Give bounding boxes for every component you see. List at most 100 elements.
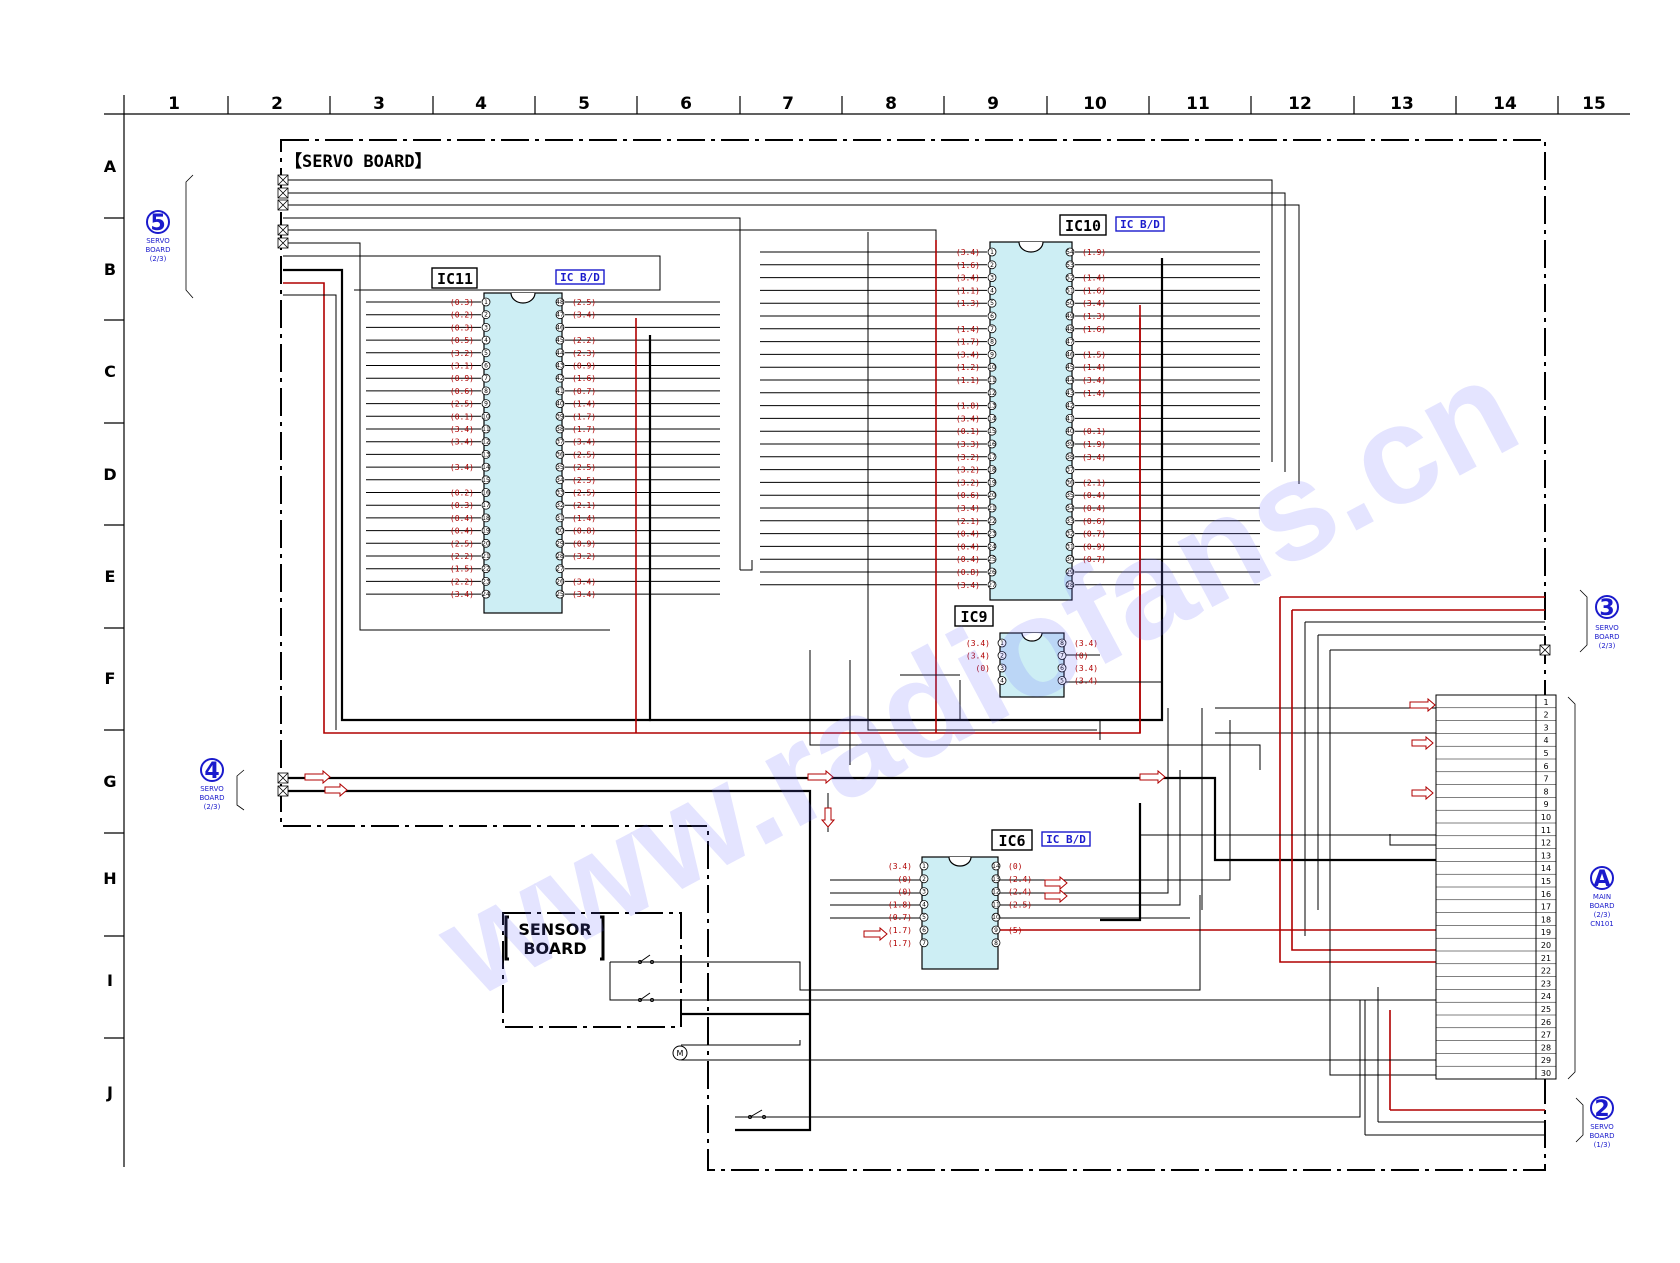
voltage-label: (0.9) (450, 374, 474, 383)
connector-pin-number: 20 (1541, 941, 1551, 950)
pin-number: 51 (1066, 287, 1074, 294)
ref-a-sub: (2/3) (1594, 911, 1611, 919)
pin (481, 526, 491, 535)
pin (1065, 477, 1075, 487)
row-label: J (106, 1083, 113, 1102)
terminal-x (277, 199, 289, 211)
voltage-label: (0) (898, 875, 912, 884)
pin (481, 348, 491, 358)
pin-number: 6 (922, 927, 926, 934)
pin (1065, 362, 1075, 372)
pin-number: 16 (988, 441, 996, 448)
pin-number: 38 (556, 426, 564, 433)
ref-2-id: 2 (1594, 1097, 1609, 1122)
voltage-label: (3.2) (956, 453, 980, 462)
pin (481, 551, 491, 561)
pin-number: 35 (556, 464, 564, 471)
ref-a-sub: BOARD (1589, 902, 1614, 910)
pin (1065, 273, 1075, 283)
voltage-label: (3.4) (572, 438, 596, 447)
pin (991, 861, 1001, 871)
voltage-label: (3.2) (956, 466, 980, 475)
pin (1065, 375, 1075, 385)
pin-number: 10 (482, 413, 490, 420)
motor-symbol: M (672, 1045, 688, 1061)
pin (987, 529, 997, 538)
voltage-label: (1.6) (1082, 325, 1106, 334)
pin-number: 14 (992, 863, 1000, 870)
ic10-label-box (1059, 214, 1107, 236)
pin-number: 38 (1066, 454, 1074, 461)
ic11: IC11 IC B/D 1(0.3)2(0.2)3(0.3)4(0.5)5(3.… (431, 267, 605, 614)
pin-number: 33 (556, 490, 564, 497)
pin-number: 18 (482, 515, 490, 522)
pin-number: 12 (482, 439, 490, 446)
col-label: 3 (373, 94, 385, 114)
connector-pin-number: 9 (1543, 800, 1548, 809)
voltage-label: (0.3) (450, 501, 474, 510)
pin (987, 260, 997, 270)
pin (1065, 490, 1075, 500)
pin (987, 298, 997, 308)
voltage-label: (0.9) (1082, 542, 1106, 551)
connector-pin-number: 4 (1543, 736, 1548, 745)
pin-number: 15 (482, 477, 490, 484)
pin (1065, 567, 1075, 577)
pin-number: 16 (482, 490, 490, 497)
pin-number: 7 (990, 326, 994, 333)
pin-number: 20 (988, 492, 996, 499)
pin (987, 349, 997, 359)
pin-number: 14 (482, 464, 490, 471)
pin-number: 27 (556, 566, 564, 573)
ic6: IC6 IC B/D 1(3.4)2(0)3(0)4(1.8)5(0.7)6(1… (888, 829, 1091, 970)
pin-number: 25 (988, 556, 996, 563)
pin (997, 638, 1007, 648)
col-label: 10 (1083, 94, 1107, 114)
voltage-label: (1.1) (956, 286, 980, 295)
voltage-label: (0.8) (572, 527, 596, 536)
pin (555, 399, 565, 409)
voltage-label: (3.2) (450, 349, 474, 358)
voltage-label: (0.5) (450, 336, 474, 345)
voltage-label: (1.7) (888, 926, 912, 935)
pin (987, 503, 997, 513)
voltage-label: (3.4) (1082, 299, 1106, 308)
pin-number: 2 (922, 876, 926, 883)
ic9-label: IC9 (960, 608, 987, 626)
voltage-label: (3.4) (572, 311, 596, 320)
connector-pin-number: 8 (1543, 787, 1548, 796)
col-label: 9 (987, 94, 999, 114)
pin-number: 2 (990, 262, 994, 269)
pin-number: 5 (922, 914, 926, 921)
pin-number: 4 (484, 337, 488, 344)
pin (555, 526, 565, 535)
pin (919, 912, 929, 922)
pin (481, 335, 491, 345)
pin (987, 490, 997, 500)
col-label: 11 (1186, 94, 1210, 114)
ic11-label: IC11 (437, 270, 473, 288)
ref-2-sub: BOARD (1589, 1132, 1614, 1140)
pin (555, 310, 565, 320)
pin-number: 48 (1066, 326, 1074, 333)
pin (1065, 349, 1075, 359)
voltage-label: (0.4) (450, 514, 474, 523)
switches (612, 954, 766, 1119)
ic6-bd-box (1041, 831, 1091, 847)
voltage-label: (0.4) (956, 542, 980, 551)
terminal-x (277, 785, 289, 797)
pin (481, 538, 491, 548)
ref-5-sub: SERVO (146, 237, 170, 245)
pin (987, 311, 997, 321)
voltage-label: (3.4) (956, 248, 980, 257)
pin (555, 538, 565, 548)
pin (481, 462, 491, 472)
pin (1065, 580, 1075, 590)
pin-number: 10 (992, 914, 1000, 921)
pin-number: 23 (988, 531, 996, 538)
pin-number: 44 (556, 350, 564, 357)
voltage-label: (3.4) (450, 438, 474, 447)
ic6-bd-tag: IC B/D (1046, 833, 1086, 846)
pin-number: 30 (1066, 556, 1074, 563)
